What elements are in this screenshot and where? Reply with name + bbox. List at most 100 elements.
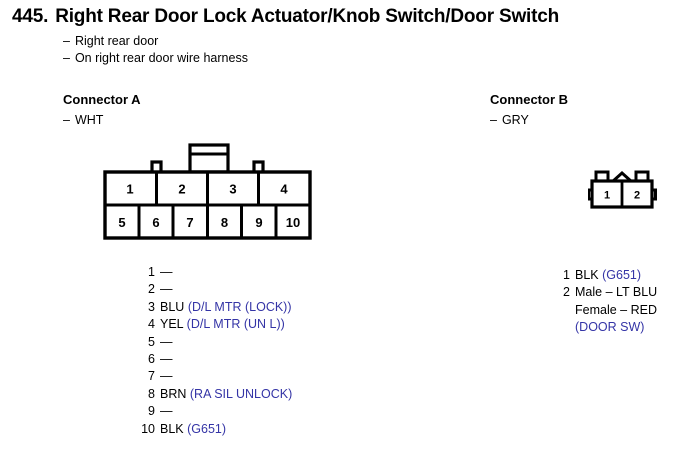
pin-row: 1 BLK (G651) [556,267,657,284]
connector-a-cell: 1 [126,182,133,197]
pin-wire: BLU [160,299,185,314]
pin-line: (DOOR SW) [575,319,657,336]
pin-body: — [160,351,173,368]
pin-wire: Female – RED [575,302,657,317]
page-title: 445. Right Rear Door Lock Actuator/Knob S… [12,6,559,28]
connector-b-cell: 1 [604,190,610,202]
connector-a-pin-list: 1 — 2 — 3 BLU (D/L MTR (LOCK)) 4 YEL (D/… [136,264,292,438]
pin-wire: Male – LT BLU [575,285,658,300]
pin-wire: — [160,352,173,367]
connector-a-cell: 6 [152,215,159,230]
connector-b-cell-labels: 1 2 [604,190,640,202]
pin-number: 2 [563,285,570,300]
pin-body: BLU (D/L MTR (LOCK)) [160,299,292,316]
connector-a-cell: 9 [255,215,262,230]
pin-number: 7 [148,369,155,384]
pin-wire: BLK [575,268,599,282]
pin-body: BLK (G651) [575,267,641,284]
dash-icon: – [490,113,497,127]
pin-line: BLK (G651) [160,422,226,436]
pin-body: Male – LT BLU Female – RED (DOOR SW) [575,284,657,336]
pin-number: 10 [141,421,155,436]
pin-wire: BRN [160,386,187,401]
pin-circuit: (G651) [187,421,227,436]
connector-a-color: –WHT [63,113,103,127]
pin-number: 5 [148,334,155,349]
pin-wire: — [160,369,173,384]
pin-number: 1 [148,265,155,279]
list-item-label: Right rear door [74,34,159,48]
pin-number: 8 [148,386,155,401]
pin-wire: BLK [160,421,184,436]
connector-a-cell: 4 [280,182,288,197]
pin-circuit: (G651) [602,268,642,282]
connector-a-heading: Connector A [63,92,141,107]
pin-number: 6 [148,352,155,367]
pin-row: 6 — [136,351,292,368]
pin-circuit: (DOOR SW) [575,320,645,335]
connector-a-cell-labels: 1 2 3 4 5 6 7 8 9 10 [118,182,300,231]
pin-wire: — [160,334,173,349]
pin-body: — [160,368,173,385]
list-item-label: On right rear door wire harness [74,51,248,65]
title-text: Right Rear Door Lock Actuator/Knob Switc… [55,6,560,27]
connector-a-cell: 7 [186,215,193,230]
pin-number: 1 [563,268,570,282]
connector-a-cell: 8 [221,215,228,230]
connector-a-cell: 10 [286,215,300,230]
pin-number: 2 [148,282,155,297]
pin-wire: — [160,282,173,297]
connector-a-cell: 2 [178,182,185,197]
pin-line: YEL (D/L MTR (UN L)) [160,317,285,331]
pin-wire: — [160,265,173,279]
pin-line: — [160,352,173,366]
pin-number: 4 [148,317,155,332]
connector-a-cell: 3 [229,182,236,197]
connector-a-cell: 5 [118,215,125,230]
connector-b-heading: Connector B [490,92,568,107]
title-number: 445. [12,6,49,27]
pin-line: — [160,404,173,418]
pin-line: BLK (G651) [575,268,641,282]
pin-row: 2 — [136,281,292,298]
connector-a-svg: 1 2 3 4 5 6 7 8 9 10 [103,143,312,240]
pin-line: — [160,369,173,383]
connector-b-pin-list: 1 BLK (G651) 2 Male – LT BLU Female – RE… [556,267,657,337]
pin-line: BRN (RA SIL UNLOCK) [160,387,292,401]
pin-body: — [160,334,173,351]
bullet-dash-icon: – [63,51,70,65]
pin-row: 7 — [136,368,292,385]
pin-row: 10 BLK (G651) [136,421,292,438]
pin-body: YEL (D/L MTR (UN L)) [160,316,285,333]
pin-body: BLK (G651) [160,421,226,438]
list-item: –Right rear door [63,33,248,50]
connector-a-color-label: WHT [74,113,104,127]
pin-row: 9 — [136,403,292,420]
pin-wire: YEL [160,317,184,332]
connector-a-diagram: 1 2 3 4 5 6 7 8 9 10 [100,140,320,245]
pin-circuit: (D/L MTR (UN L)) [186,317,285,332]
pin-line: Female – RED [575,302,657,319]
pin-row: 5 — [136,334,292,351]
pin-circuit: (RA SIL UNLOCK) [189,386,293,401]
pin-line: BLU (D/L MTR (LOCK)) [160,300,292,314]
pin-row: 1 — [136,264,292,281]
connector-b-color: –GRY [490,113,529,127]
pin-line: — [160,265,173,279]
pin-body: BRN (RA SIL UNLOCK) [160,386,292,403]
bullet-dash-icon: – [63,34,70,48]
pin-row: 4 YEL (D/L MTR (UN L)) [136,316,292,333]
dash-icon: – [63,113,70,127]
connector-b-diagram: 1 2 [587,168,668,218]
pin-body: — [160,403,173,420]
pin-body: — [160,264,173,281]
connector-b-color-label: GRY [501,113,529,127]
description-list: –Right rear door –On right rear door wir… [63,33,248,67]
pin-body: — [160,281,173,298]
pin-circuit: (D/L MTR (LOCK)) [187,299,292,314]
pin-wire: — [160,404,173,419]
pin-row: 3 BLU (D/L MTR (LOCK)) [136,299,292,316]
pin-number: 9 [148,404,155,419]
connector-b-cell: 2 [634,190,640,202]
